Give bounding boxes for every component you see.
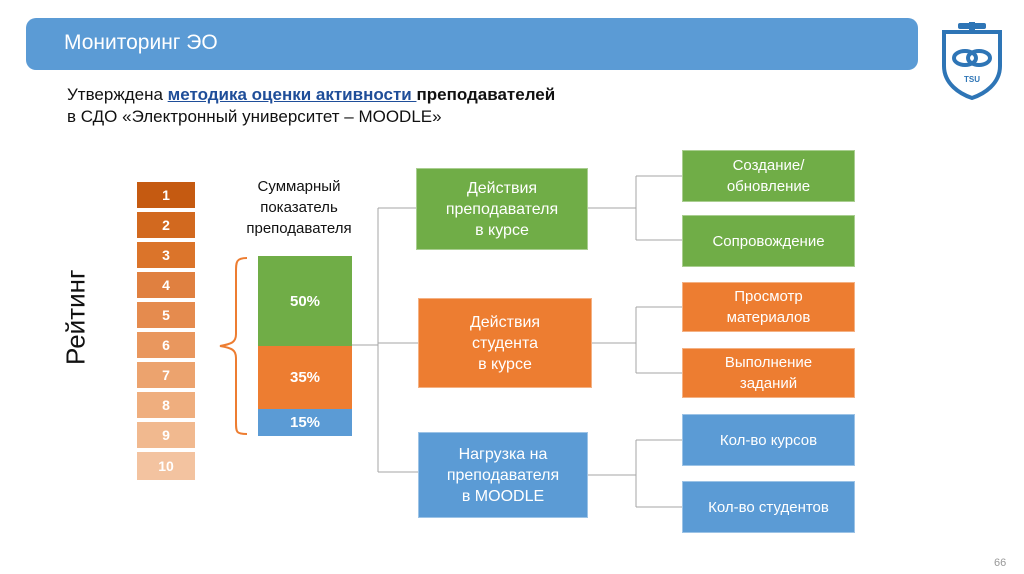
summary-label-line: Суммарный — [257, 178, 341, 195]
title-bar: Мониторинг ЭО — [26, 18, 918, 70]
leaf-support: Сопровождение — [682, 215, 855, 267]
box-text: в курсе — [475, 221, 529, 239]
rank-cell: 8 — [137, 390, 195, 418]
logo-ring-left — [952, 49, 978, 67]
box-text: обновление — [726, 178, 811, 195]
stack-segment-load: 15% — [258, 409, 352, 436]
logo-tower-mast — [969, 22, 975, 34]
box-text: Действия — [466, 179, 538, 197]
category-teacher-actions: Действия преподавателя в курсе — [416, 168, 588, 250]
stack-segment-student: 35% — [258, 346, 352, 409]
tsu-logo: TSU — [942, 22, 1002, 100]
rank-cell: 7 — [137, 360, 195, 388]
category-moodle-load: Нагрузка на преподавателя в MOODLE — [418, 432, 588, 518]
page-title: Мониторинг ЭО — [64, 31, 218, 54]
box-text: заданий — [739, 375, 798, 392]
page-number: 66 — [994, 557, 1007, 569]
box-text: Просмотр — [734, 288, 803, 305]
leaf-students-count: Кол-во студентов — [682, 481, 855, 533]
summary-label: Суммарный показатель преподавателя — [228, 176, 370, 239]
box-text: Нагрузка на — [458, 445, 548, 463]
box-text: Выполнение — [724, 354, 813, 371]
box-text: Сопровождение — [712, 232, 825, 250]
leaf-view-materials: Просмотр материалов — [682, 282, 855, 332]
box-text: материалов — [726, 309, 811, 326]
box-text: преподавателя — [446, 466, 560, 484]
intro-emphasis: преподавателей — [416, 85, 556, 104]
leaf-complete-tasks: Выполнение заданий — [682, 348, 855, 398]
logo-ring-right — [966, 49, 992, 67]
rank-cell: 2 — [137, 210, 195, 238]
box-text: студента — [471, 334, 539, 352]
rank-cell: 10 — [137, 450, 195, 480]
box-text: Кол-во курсов — [719, 431, 818, 449]
rank-cell: 6 — [137, 330, 195, 358]
rank-cell: 9 — [137, 420, 195, 448]
category-student-actions: Действия студента в курсе — [418, 298, 592, 388]
intro-text: Утверждена методика оценки активности пр… — [67, 84, 555, 128]
box-text: в курсе — [478, 355, 532, 373]
intro-line-2: в СДО «Электронный университет – MOODLE» — [67, 107, 442, 126]
rank-cell: 5 — [137, 300, 195, 328]
box-text: Действия — [469, 313, 541, 331]
methodology-link[interactable]: методика оценки активности — [167, 85, 417, 104]
stack-segment-teacher: 50% — [258, 256, 352, 346]
box-text: Кол-во студентов — [708, 498, 829, 516]
rank-cell: 4 — [137, 270, 195, 298]
grouping-brace — [219, 257, 248, 435]
leaf-courses-count: Кол-во курсов — [682, 414, 855, 466]
intro-prefix: Утверждена — [67, 85, 168, 104]
box-text: преподавателя — [445, 200, 559, 218]
box-text: Создание/ — [732, 157, 805, 174]
intro-line-1: Утверждена методика оценки активности пр… — [67, 84, 555, 106]
rank-cell: 3 — [137, 240, 195, 268]
summary-label-line: показатель — [260, 199, 338, 216]
leaf-create-update: Создание/обновление — [682, 150, 855, 202]
summary-label-line: преподавателя — [246, 220, 352, 237]
logo-text: TSU — [964, 75, 980, 84]
rank-cell: 1 — [137, 180, 195, 208]
box-text: в MOODLE — [461, 487, 545, 505]
